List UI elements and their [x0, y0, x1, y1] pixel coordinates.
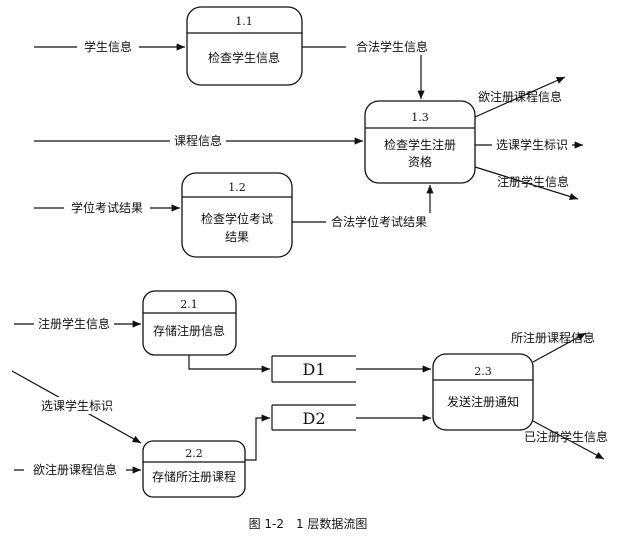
datastore-d2-label: D2 — [302, 409, 325, 428]
process-2-3-name: 发送注册通知 — [447, 394, 519, 409]
process-2-3-id: 2.3 — [474, 365, 492, 378]
flow-2-1-to-d1 — [188, 355, 270, 373]
process-2-2: 2.2 存储所注册课程 — [142, 440, 246, 498]
flow-register-student-info-in-label: 注册学生信息 — [38, 316, 110, 331]
process-1-3: 1.3 检查学生注册 资格 — [364, 100, 476, 184]
flow-registered-student-info-out-label: 已注册学生信息 — [524, 429, 608, 444]
flow-desired-course-info-label: 欲注册课程信息 — [478, 89, 562, 104]
flow-registered-student-info-out: 已注册学生信息 — [524, 420, 608, 460]
process-1-1: 1.1 检查学生信息 — [186, 6, 303, 86]
datastore-d2: D2 — [271, 404, 356, 431]
process-2-1: 2.1 存储注册信息 — [142, 290, 237, 356]
datastore-d1-label: D1 — [302, 360, 325, 379]
flow-student-info-label: 学生信息 — [84, 39, 132, 54]
flow-registered-student-info: 注册学生信息 — [474, 166, 579, 200]
flow-legal-degree-exam-results-label: 合法学位考试结果 — [331, 214, 427, 229]
flow-2-2-to-d2 — [245, 414, 270, 461]
process-1-2-name-line1: 检查学位考试 — [201, 211, 273, 226]
process-2-2-name: 存储所注册课程 — [152, 469, 236, 484]
flow-course-selection-id: 选课学生标识 — [475, 135, 583, 152]
flow-chosen-course-info: 所注册课程信息 — [511, 330, 595, 363]
flow-course-info: 课程信息 — [34, 132, 363, 149]
flow-legal-degree-exam-results: 合法学位考试结果 — [292, 185, 434, 230]
datastore-d1: D1 — [271, 355, 356, 383]
flow-registered-student-info-label: 注册学生信息 — [497, 174, 569, 189]
flow-course-selection-id-label: 选课学生标识 — [496, 137, 568, 152]
flow-desired-course-info-in-label: 欲注册课程信息 — [33, 462, 117, 477]
process-1-2: 1.2 检查学位考试 结果 — [181, 172, 293, 258]
process-1-3-id: 1.3 — [411, 111, 429, 124]
process-2-1-id: 2.1 — [180, 298, 198, 311]
process-1-2-id: 1.2 — [228, 181, 246, 194]
flow-student-info: 学生信息 — [34, 38, 185, 55]
flow-degree-exam-results: 学位考试结果 — [34, 199, 180, 216]
process-1-3-name-line1: 检查学生注册 — [384, 137, 456, 152]
process-1-3-name-line2: 资格 — [408, 154, 432, 169]
flow-register-student-info-in: 注册学生信息 — [14, 315, 141, 332]
flow-degree-exam-results-label: 学位考试结果 — [71, 200, 143, 215]
flow-desired-course-info: 欲注册课程信息 — [474, 76, 566, 118]
process-2-1-name: 存储注册信息 — [153, 323, 225, 338]
flow-desired-course-info-in: 欲注册课程信息 — [14, 461, 141, 478]
process-1-2-name-line2: 结果 — [225, 230, 249, 244]
flow-course-selection-id-in: 选课学生标识 — [11, 370, 142, 444]
flow-legal-student-info-label: 合法学生信息 — [356, 39, 428, 54]
process-1-1-name: 检查学生信息 — [208, 50, 280, 65]
process-1-1-id: 1.1 — [235, 15, 253, 28]
process-2-2-id: 2.2 — [185, 447, 203, 460]
flow-course-info-label: 课程信息 — [174, 133, 222, 148]
flow-legal-student-info: 合法学生信息 — [302, 38, 438, 99]
flow-course-selection-id-in-label: 选课学生标识 — [41, 398, 113, 413]
figure-caption: 图 1-2 1 层数据流图 — [249, 516, 368, 531]
flow-chosen-course-info-label: 所注册课程信息 — [511, 330, 595, 345]
process-2-3: 2.3 发送注册通知 — [432, 353, 534, 431]
